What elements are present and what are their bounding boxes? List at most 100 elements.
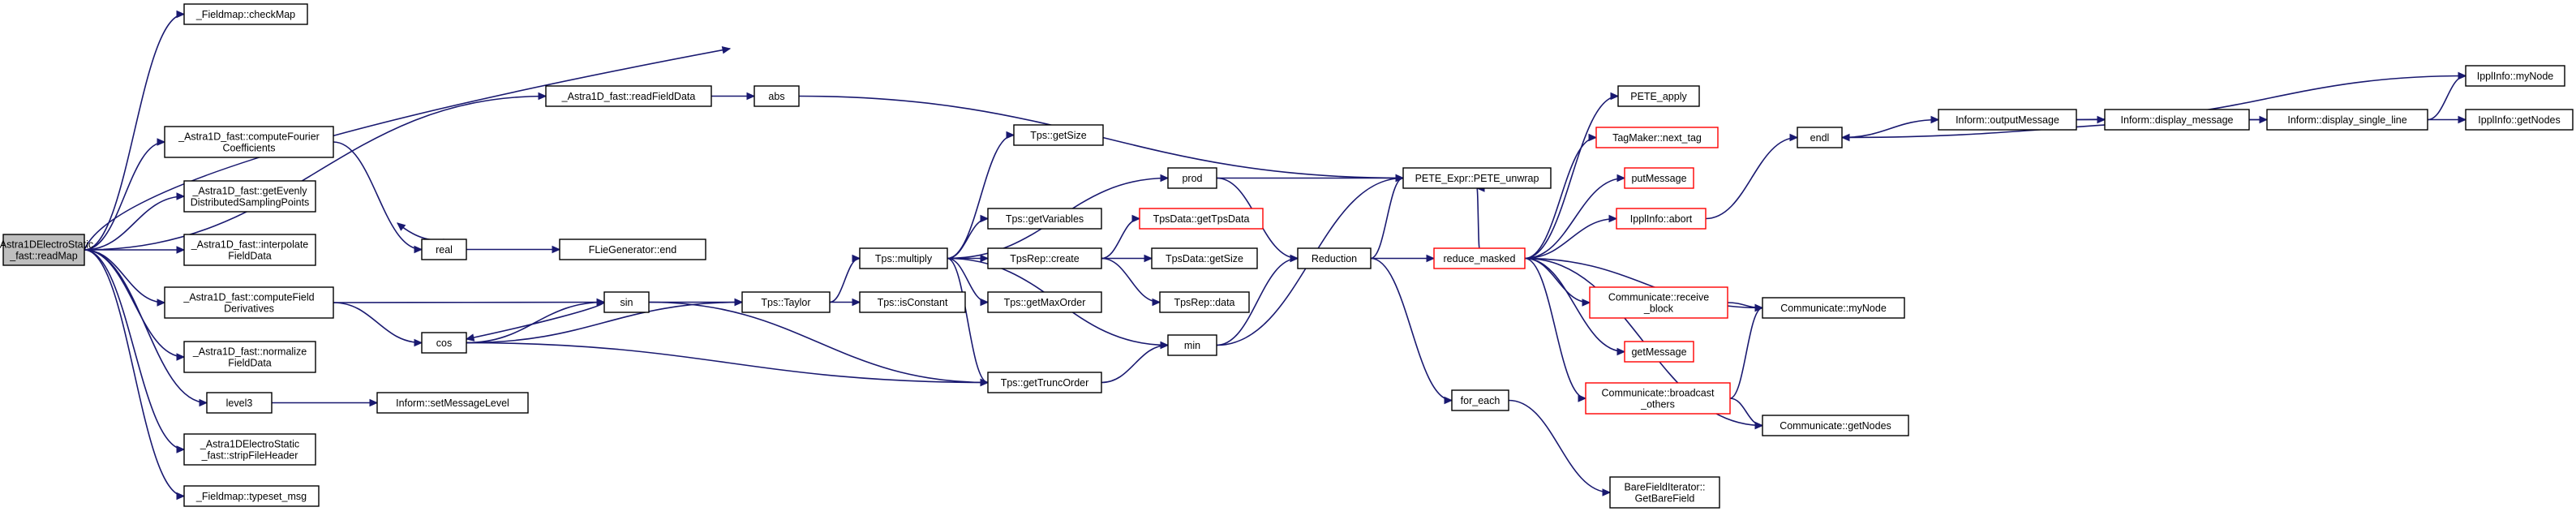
node-label: IpplInfo::getNodes <box>2478 114 2560 126</box>
edge-arrowhead <box>721 46 732 54</box>
node-abs[interactable]: abs <box>753 85 800 107</box>
node-get-size[interactable]: Tps::getSize <box>1013 124 1104 146</box>
edge-line <box>333 302 423 344</box>
node-for-each[interactable]: for_each <box>1451 389 1509 411</box>
node-label: Inform::display_single_line <box>2287 114 2406 126</box>
node-tpsrep-create[interactable]: TpsRep::create <box>987 247 1102 269</box>
edge-line <box>1705 136 1798 220</box>
node-display-message[interactable]: Inform::display_message <box>2104 109 2250 131</box>
node-label: PETE_apply <box>1630 91 1687 102</box>
node-reduce-masked[interactable]: reduce_masked <box>1433 247 1526 269</box>
node-put-message[interactable]: putMessage <box>1624 167 1694 189</box>
node-box <box>1013 124 1104 146</box>
node-label: _Astra1D_fast::computeFourier <box>178 131 320 143</box>
node-set-msg-level[interactable]: Inform::setMessageLevel <box>376 392 529 414</box>
node-box <box>2 234 85 266</box>
node-reduction[interactable]: Reduction <box>1297 247 1372 269</box>
node-pete-unwrap[interactable]: PETE_Expr::PETE_unwrap <box>1402 167 1552 189</box>
edge-arrowhead <box>1152 298 1161 307</box>
node-label: BareFieldIterator:: <box>1624 482 1705 493</box>
edge-reduce-masked-to-abort <box>1524 214 1618 260</box>
node-flie[interactable]: FLieGenerator::end <box>559 239 706 260</box>
node-box <box>183 485 320 507</box>
edge-read-field-data-to-abs <box>711 92 756 101</box>
node-box <box>1167 334 1217 356</box>
edge-arrowhead <box>176 353 186 361</box>
node-label: Communicate::getNodes <box>1780 420 1891 432</box>
node-label: FieldData <box>228 251 272 262</box>
node-abort[interactable]: IpplInfo::abort <box>1616 208 1707 230</box>
node-sin[interactable]: sin <box>603 291 650 313</box>
node-typeset[interactable]: _Fieldmap::typeset_msg <box>183 485 320 507</box>
node-check-map[interactable]: _Fieldmap::checkMap <box>183 3 308 25</box>
node-get-max-order[interactable]: Tps::getMaxOrder <box>987 291 1102 313</box>
edge-line <box>1216 257 1299 346</box>
node-get-variables[interactable]: Tps::getVariables <box>987 208 1102 230</box>
node-box <box>1402 167 1552 189</box>
node-box <box>1589 286 1728 319</box>
node-get-message[interactable]: getMessage <box>1624 341 1694 363</box>
edge-arrowhead <box>538 92 547 101</box>
node-box <box>1624 341 1694 363</box>
node-comm-get-nodes[interactable]: Communicate::getNodes <box>1762 415 1909 436</box>
node-box <box>859 291 966 313</box>
node-bare-field[interactable]: BareFieldIterator::GetBareField <box>1609 476 1720 509</box>
edge-arrowhead <box>1616 174 1626 183</box>
node-pete-apply[interactable]: PETE_apply <box>1617 85 1700 107</box>
node-strip-file-header[interactable]: _Astra1DElectroStatic_fast::stripFileHea… <box>183 433 316 466</box>
node-receive-block[interactable]: Communicate::receive_block <box>1589 286 1728 319</box>
edge-line <box>1101 257 1161 303</box>
node-output-message[interactable]: Inform::outputMessage <box>1938 109 2077 131</box>
node-label: putMessage <box>1631 173 1686 184</box>
edge-line <box>84 249 185 450</box>
node-ippl-my-node[interactable]: IpplInfo::myNode <box>2465 65 2565 87</box>
node-label: PETE_Expr::PETE_unwrap <box>1415 173 1539 184</box>
node-min[interactable]: min <box>1167 334 1217 356</box>
node-endl[interactable]: endl <box>1797 127 1843 148</box>
node-label: Tps::Taylor <box>761 297 810 308</box>
edge-line <box>466 301 605 340</box>
node-taylor[interactable]: Tps::Taylor <box>741 291 831 313</box>
edge-arrowhead <box>552 245 561 254</box>
node-broadcast[interactable]: Communicate::broadcast_others <box>1585 382 1731 415</box>
node-tpsdata-get-size[interactable]: TpsData::getSize <box>1151 247 1258 269</box>
node-box <box>421 332 467 354</box>
node-comm-my-node[interactable]: Communicate::myNode <box>1762 297 1905 319</box>
node-get-evenly[interactable]: _Astra1D_fast::getEvenlyDistributedSampl… <box>183 180 316 213</box>
node-next-tag[interactable]: TagMaker::next_tag <box>1595 127 1719 148</box>
node-read-field-data[interactable]: _Astra1D_fast::readFieldData <box>545 85 712 107</box>
node-label: _Astra1D_fast::computeField <box>182 292 314 303</box>
node-label: getMessage <box>1631 346 1686 358</box>
node-level3[interactable]: level3 <box>206 392 273 414</box>
node-box <box>987 372 1102 393</box>
node-is-constant[interactable]: Tps::isConstant <box>859 291 966 313</box>
edge-arrowhead <box>2458 115 2467 124</box>
node-cos[interactable]: cos <box>421 332 467 354</box>
node-box <box>1297 247 1372 269</box>
edge-arrowhead <box>157 138 166 146</box>
node-box <box>183 433 316 466</box>
node-real[interactable]: real <box>421 239 467 260</box>
node-get-trunc-order[interactable]: Tps::getTruncOrder <box>987 372 1102 393</box>
node-label: _fast::stripFileHeader <box>201 450 298 462</box>
node-multiply[interactable]: Tps::multiply <box>859 247 948 269</box>
node-ippl-get-nodes[interactable]: IpplInfo::getNodes <box>2465 109 2574 131</box>
node-display-single-line[interactable]: Inform::display_single_line <box>2266 109 2428 131</box>
node-prod[interactable]: prod <box>1167 167 1217 189</box>
node-label: DistributedSamplingPoints <box>191 197 310 208</box>
node-tpsrep-data[interactable]: TpsRep::data <box>1159 291 1250 313</box>
node-box <box>164 286 334 319</box>
edge-reduce-masked-to-pete-unwrap <box>1475 184 1485 249</box>
node-label: Reduction <box>1312 253 1357 264</box>
node-compute-fourier[interactable]: _Astra1D_fast::computeFourierCoefficient… <box>164 126 334 158</box>
node-label: for_each <box>1461 395 1501 406</box>
edge-line <box>947 217 989 260</box>
edge-broadcast-to-comm-my-node <box>1729 303 1764 399</box>
node-get-tps-data[interactable]: TpsData::getTpsData <box>1139 208 1264 230</box>
node-label: Tps::getVariables <box>1006 213 1084 225</box>
edge-level3-to-set-msg-level <box>271 398 379 407</box>
node-label: FieldData <box>228 358 272 369</box>
